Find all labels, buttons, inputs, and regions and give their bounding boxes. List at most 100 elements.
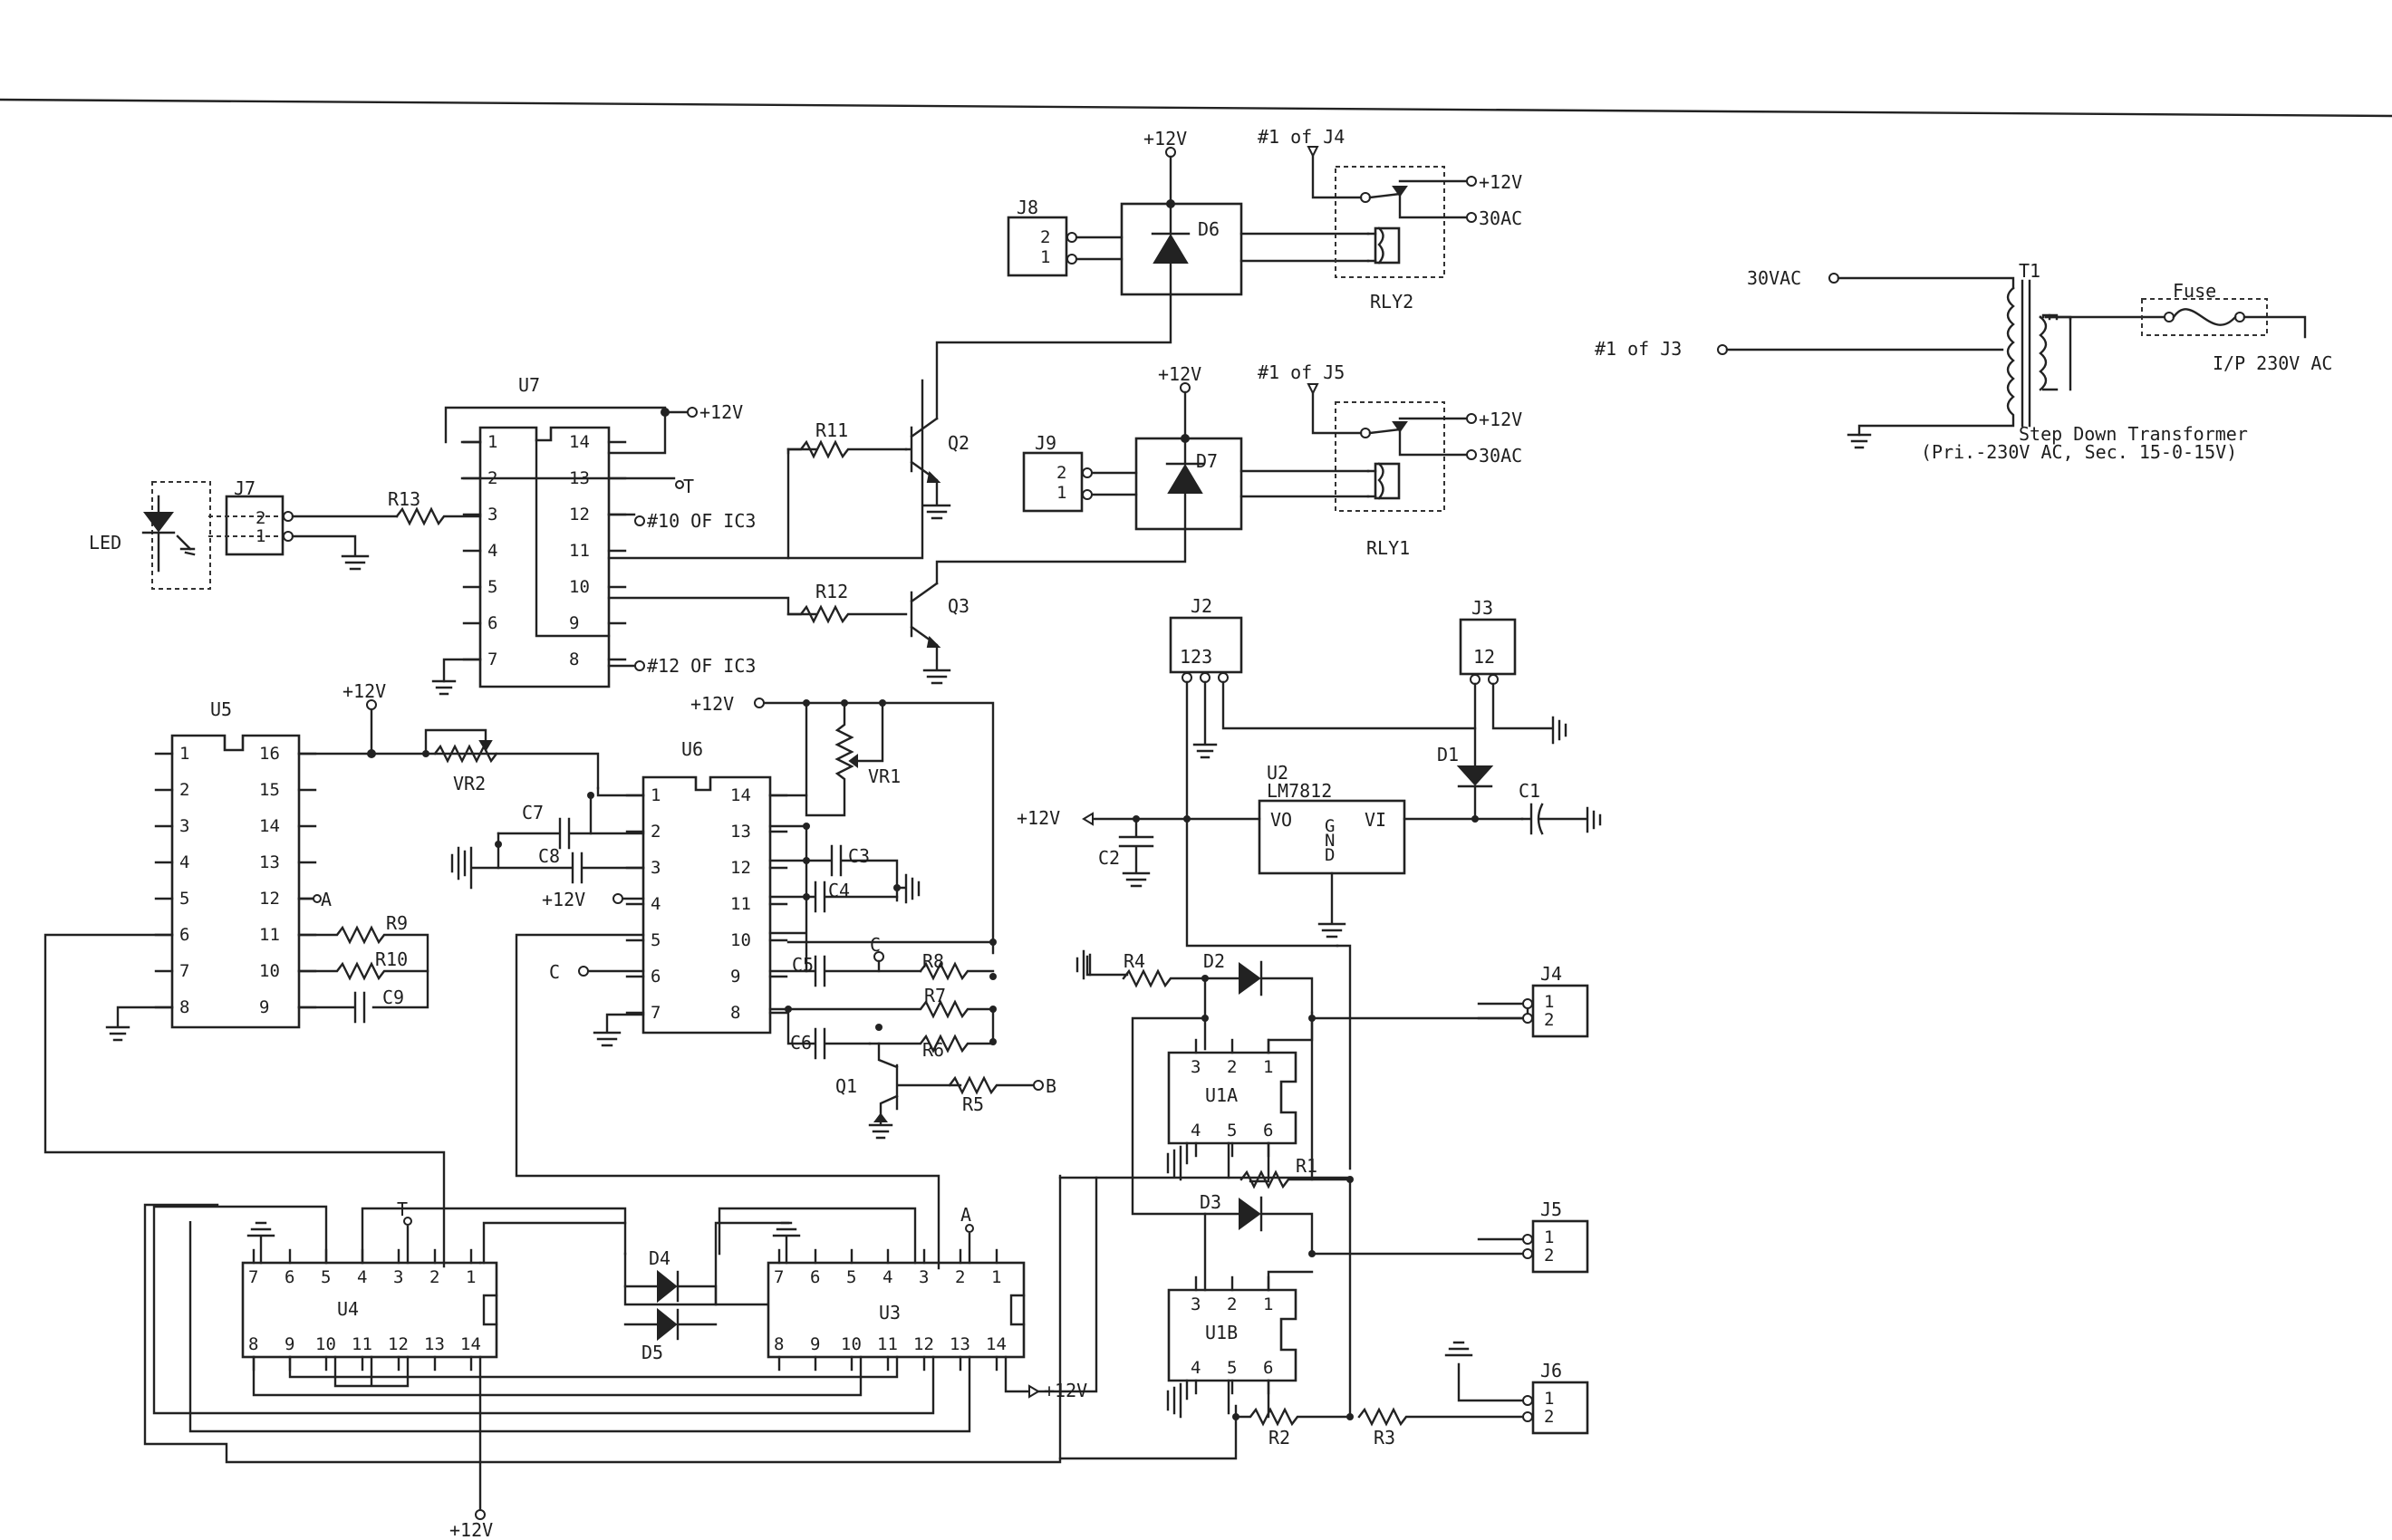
label-v12-d6: +12V (1143, 128, 1187, 149)
u7-chip (478, 426, 611, 688)
u5-pin-9: 9 (259, 997, 269, 1017)
label-ic3-12: #12 OF IC3 (647, 655, 756, 677)
u6-chip (641, 775, 772, 1035)
label-v12-rly2: +12V (1479, 171, 1522, 193)
d7-diode-icon (1167, 464, 1203, 494)
transformer-block: 30VAC #1 of J3 T1 Fuse I/P 230V AC Step … (1595, 260, 2332, 463)
u7-pin-9: 9 (569, 613, 579, 633)
label-d1: D1 (1437, 744, 1459, 765)
u7-pin-7: 7 (487, 650, 497, 669)
u5-pin-8: 8 (179, 997, 189, 1017)
u7-pin-4: 4 (487, 541, 497, 561)
d6-box (1120, 202, 1243, 296)
r2-resistor (1236, 1407, 1352, 1427)
u7-pin-10: 10 (569, 577, 590, 597)
j3-connector (1459, 618, 1517, 676)
u6-pin-10: 10 (730, 930, 751, 950)
u4-pin-3: 3 (393, 1267, 403, 1287)
label-u1b: U1B (1205, 1322, 1238, 1343)
label-q3: Q3 (948, 595, 969, 617)
label-q2: Q2 (948, 432, 969, 454)
r12-resistor (786, 604, 908, 624)
transistor-drivers: R11 Q2 R12 Q3 (786, 293, 1187, 685)
u6-pin-11: 11 (730, 894, 751, 914)
j7-led-block: LED J7 2 1 R13 (89, 477, 482, 590)
j9-pin-1: 1 (1056, 483, 1066, 503)
j4-pin-2: 2 (1544, 1010, 1554, 1030)
u6-pin-5: 5 (651, 930, 661, 950)
label-30ac-rly2: 30AC (1479, 207, 1522, 229)
label-v12-u3: +12V (1044, 1380, 1087, 1401)
label-r10: R10 (375, 948, 408, 970)
j8-connector (1007, 216, 1068, 277)
u6-pin-6: 6 (651, 967, 661, 987)
label-r9: R9 (386, 912, 408, 934)
u4-pin-8: 8 (248, 1334, 258, 1354)
label-v12-u7: +12V (699, 401, 743, 423)
label-r13: R13 (388, 488, 420, 510)
c5-capacitor (768, 955, 922, 987)
j8-pin-2: 2 (1040, 227, 1050, 247)
u7-pin-14: 14 (569, 432, 590, 452)
u1a-pin-2: 2 (1227, 1057, 1237, 1077)
label-c4: C4 (828, 880, 850, 901)
label-u7: U7 (518, 374, 540, 396)
label-r2: R2 (1268, 1427, 1290, 1449)
c6-capacitor (768, 1007, 872, 1060)
j7-connector (225, 495, 285, 556)
u4-pin-7: 7 (248, 1267, 258, 1287)
u6-pin-2: 2 (651, 822, 661, 842)
u1a-pin-6: 6 (1263, 1121, 1273, 1141)
j9-pin-2: 2 (1056, 463, 1066, 483)
label-v12-reg: +12V (1017, 807, 1060, 829)
label-u3: U3 (879, 1302, 901, 1323)
u3-pin-9: 9 (810, 1334, 820, 1354)
label-net-c-c5: C (870, 934, 881, 956)
label-j5-pin1-ref: #1 of J5 (1258, 361, 1345, 383)
j6-pin-2: 2 (1544, 1407, 1554, 1427)
label-r5: R5 (962, 1093, 984, 1115)
rly1-coil-icon (1374, 462, 1401, 500)
label-c1: C1 (1519, 780, 1540, 802)
label-vi: VI (1365, 809, 1386, 831)
label-v12-u6: +12V (690, 693, 734, 715)
j3-pins: 12 (1473, 646, 1495, 668)
label-vr2: VR2 (453, 773, 486, 794)
label-transformer-desc2: (Pri.-230V AC, Sec. 15-0-15V) (1921, 441, 2237, 463)
u7-pin-8: 8 (569, 650, 579, 669)
c9-capacitor (297, 991, 366, 1024)
u5-pin-16: 16 (259, 744, 280, 764)
u1a-pin-1: 1 (1263, 1057, 1273, 1077)
d2-diode-icon (1239, 962, 1261, 995)
label-j2: J2 (1191, 595, 1212, 617)
u5-chip (170, 734, 301, 1029)
u1b-pin-3: 3 (1191, 1295, 1201, 1314)
u7-pin-12: 12 (569, 505, 590, 525)
u1b-pin-6: 6 (1263, 1358, 1273, 1378)
label-net-c-u6: C (549, 961, 560, 983)
u4-pin-14: 14 (460, 1334, 481, 1354)
u3-pin-2: 2 (955, 1267, 965, 1287)
regulator-block: J2 123 J3 12 D1 U2 LM7812 VO VI G N D C1… (1017, 595, 1602, 1170)
j6-pin-1: 1 (1544, 1389, 1554, 1409)
label-j4: J4 (1540, 963, 1562, 985)
j7-pin-1: 1 (256, 526, 265, 546)
label-c7: C7 (522, 802, 544, 823)
label-j5: J5 (1540, 1198, 1562, 1220)
u1b-pin-1: 1 (1263, 1295, 1273, 1314)
label-c2: C2 (1098, 847, 1120, 869)
u6-pin-9: 9 (730, 967, 740, 987)
r4-resistor (1122, 968, 1241, 988)
j4-pin-1: 1 (1544, 992, 1554, 1012)
label-vr1: VR1 (868, 765, 901, 787)
u3-pin-4: 4 (883, 1267, 892, 1287)
label-d4: D4 (649, 1247, 670, 1269)
label-d6: D6 (1198, 218, 1220, 240)
u1b-pin-5: 5 (1227, 1358, 1237, 1378)
label-rly2: RLY2 (1370, 291, 1413, 313)
u3-pin-6: 6 (810, 1267, 820, 1287)
u3-pin-10: 10 (841, 1334, 862, 1354)
u1a-pin-4: 4 (1191, 1121, 1201, 1141)
r13-resistor (395, 506, 482, 526)
